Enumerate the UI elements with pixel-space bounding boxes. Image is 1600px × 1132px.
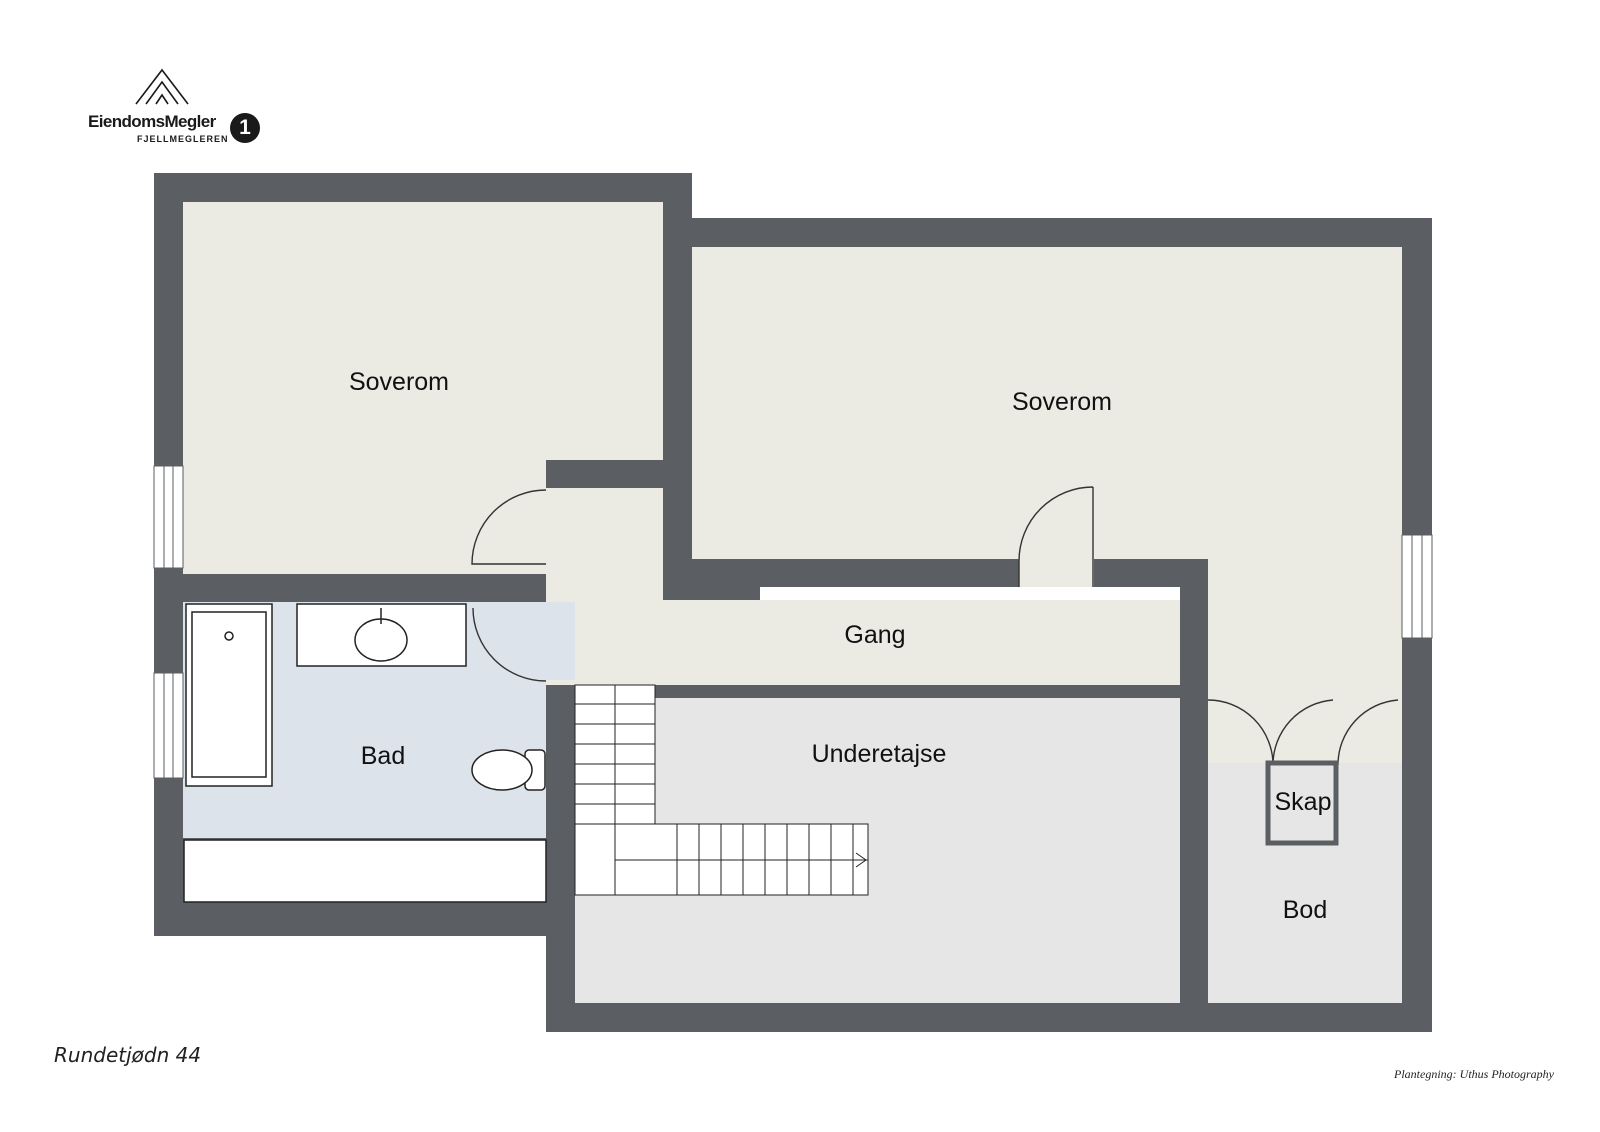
room-label-bedroom-left: Soverom	[349, 368, 449, 396]
window-bedroom-right	[1401, 534, 1433, 639]
gang-floor	[546, 600, 1180, 685]
stairs	[574, 684, 869, 896]
doors	[471, 486, 1399, 766]
window-bathroom	[153, 672, 184, 779]
logo-subtitle: FJELLMEGLEREN	[137, 134, 229, 144]
closet-box	[1265, 760, 1339, 846]
logo-number-badge: 1	[230, 113, 260, 143]
sink-basin	[354, 618, 408, 662]
room-label-closet: Skap	[1275, 788, 1332, 816]
room-label-bedroom-right: Soverom	[1012, 388, 1112, 416]
bath-bench	[183, 839, 547, 903]
interior-walls	[154, 202, 1208, 1003]
bedroom-right-floor	[692, 247, 1402, 559]
door-closet-2	[1272, 699, 1334, 766]
door-bedroom-left	[471, 489, 547, 565]
room-label-storage: Bod	[1283, 896, 1327, 924]
door-closet-3	[1337, 699, 1399, 766]
bathtub-drain	[224, 631, 234, 641]
floorplan-credit: Plantegning: Uthus Photography	[1394, 1067, 1554, 1081]
stairs-direction-arrow	[855, 852, 867, 868]
windows	[153, 465, 1433, 779]
company-logo: EiendomsMegler 1 FJELLMEGLEREN	[54, 54, 284, 166]
window-bedroom-left	[153, 465, 184, 569]
property-address: Rundetjødn 44	[54, 1043, 202, 1067]
door-openings	[546, 488, 1402, 763]
room-label-hallway: Gang	[844, 621, 905, 649]
logo-brand-name: EiendomsMegler	[88, 112, 216, 131]
bath-door-opening	[546, 602, 575, 680]
door-bedroom-right	[1018, 486, 1094, 587]
mountain-icon	[135, 68, 189, 105]
door-closet-1	[1207, 699, 1274, 766]
bathroom-fixtures	[183, 603, 547, 903]
door-bathroom	[472, 607, 547, 682]
room-label-basement: Underetajse	[812, 740, 947, 768]
toilet-bowl	[471, 749, 533, 791]
room-label-bathroom: Bad	[361, 742, 405, 770]
